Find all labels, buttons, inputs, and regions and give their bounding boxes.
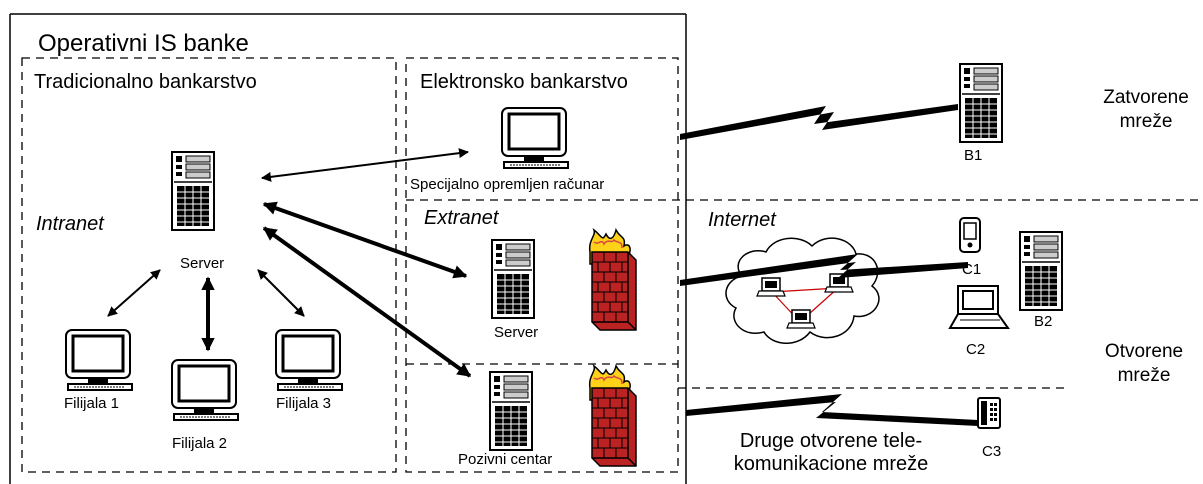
branch1-monitor-icon [64,328,134,392]
internet-label: Internet [708,209,776,231]
call-center-label: Pozivni centar [458,451,553,468]
main-server-label: Server [180,255,225,272]
outer-frame [9,13,687,484]
other-open-networks-label: Druge otvorene tele-komunikacione mreže [733,430,929,475]
closed-networks-label: Zatvorene mreže [1103,87,1189,132]
branch2-label: Filijala 2 [172,435,228,452]
extranet-label: Extranet [424,207,499,229]
call-center-server-icon [489,371,533,451]
special-pc-label: Specijalno opremljen računar [410,176,605,193]
laptop-icon [948,285,1010,329]
c1-label: C1 [962,261,982,278]
main-server-icon [171,151,215,231]
server-to-special-pc-arrow [261,148,469,182]
extranet-server-icon [491,239,535,319]
special-pc-monitor-icon [500,106,570,170]
outer-title: Operativni IS banke [38,30,249,57]
b1-label: B1 [964,147,983,164]
extranet-server-label: Server [494,324,539,341]
server-to-branch1-arrow [107,269,161,317]
b2-server-icon [1019,231,1063,311]
open-networks-label: Otvorene mreže [1104,341,1184,386]
pda-icon [959,217,981,253]
branch1-label: Filijala 1 [64,395,120,412]
server-to-branch3-arrow [257,269,305,317]
intranet-label: Intranet [36,213,104,235]
branch3-monitor-icon [274,328,344,392]
b1-server-icon [959,63,1003,143]
b2-label: B2 [1034,313,1053,330]
c3-label: C3 [982,443,1002,460]
lightning-link-icon [686,394,978,426]
traditional-banking-title: Tradicionalno bankarstvo [34,71,257,93]
server-to-call-center-arrow [262,226,472,378]
lightning-link-icon [680,104,958,140]
electronic-banking-title: Elektronsko bankarstvo [420,71,628,93]
extranet-firewall-icon [588,229,637,331]
cloud-icon [725,237,880,344]
branch2-monitor-icon [170,358,240,422]
phone-icon [977,397,1001,429]
c2-label: C2 [966,341,986,358]
branch3-label: Filijala 3 [276,395,332,412]
call-center-firewall-icon [588,365,637,467]
lightning-link-icon [680,254,968,286]
